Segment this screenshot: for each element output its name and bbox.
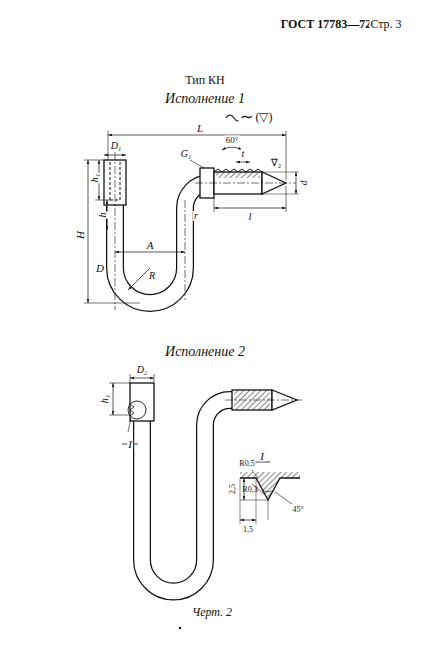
dimension-label: l xyxy=(247,211,252,222)
dimension-label: I xyxy=(259,451,265,462)
dimension-label: h xyxy=(98,212,108,219)
dimension-label: h₁ xyxy=(100,394,110,404)
dimension-label: 1,5 xyxy=(242,526,254,534)
dimension-label: Тип КН xyxy=(184,74,226,86)
dimension-label: D₂ xyxy=(136,365,149,375)
dimension-label: R0,3 xyxy=(241,486,258,494)
dimension-label: G₁ xyxy=(180,149,193,159)
dimension-label: ∼ xyxy=(239,109,254,125)
dimension-label: D xyxy=(95,263,105,274)
figure-caption: Черт. 2 xyxy=(191,606,233,618)
dimension-label: r xyxy=(193,211,199,221)
dimension-label: R0,5 xyxy=(238,460,255,468)
dimension-label: ∇₂ xyxy=(270,158,283,168)
dimension-label: A xyxy=(146,240,155,251)
dimension-label: D₁ xyxy=(110,141,123,151)
dimension-label: h₁ xyxy=(90,173,100,183)
execution-1 xyxy=(84,115,299,310)
dimension-label: R xyxy=(148,271,156,281)
dimension-label: 45° xyxy=(291,506,304,514)
dimension-label: Исполнение 1 xyxy=(164,92,246,106)
dimension-label: Исполнение 2 xyxy=(164,345,246,359)
dimension-label: 2,5 xyxy=(229,483,237,495)
dimension-label: 60° xyxy=(225,136,240,145)
dimension-label: L xyxy=(196,123,204,134)
execution-2 xyxy=(109,374,302,629)
dimension-label: t xyxy=(241,149,246,159)
dimension-label: I xyxy=(127,439,133,450)
dimension-label: (▽) xyxy=(255,111,274,123)
page-header: Стр. 3 xyxy=(369,18,402,30)
page-header: ГОСТ 17783—72 xyxy=(280,18,373,30)
dimension-label: d xyxy=(299,180,309,187)
dimension-label: H xyxy=(75,230,86,240)
